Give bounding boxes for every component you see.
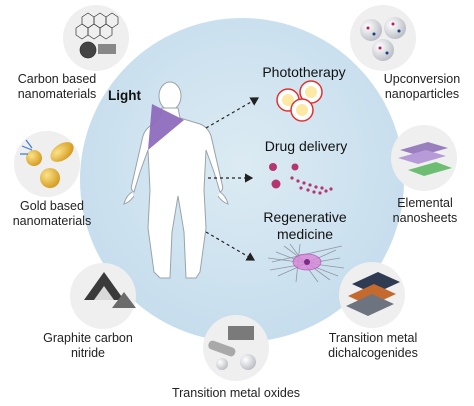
arrow-phototherapy (205, 97, 260, 129)
gold-line1: Gold based (20, 199, 84, 213)
light-label: Light (108, 88, 141, 103)
gold-nanoparticles-icon (20, 139, 74, 188)
regenerative-medicine-label: Regenerative medicine (250, 209, 360, 243)
gold-label: Gold based nanomaterials (0, 199, 104, 229)
carbon-label: Carbon based nanomaterials (2, 72, 112, 102)
nanosheets-line1: Elemental (397, 196, 453, 210)
graphite-line1: Graphite carbon (43, 331, 133, 345)
light-beam (148, 104, 184, 150)
regenerative-line2: medicine (276, 226, 334, 242)
dichalcogenides-icon (346, 272, 400, 316)
drug-delivery-icon (269, 163, 333, 195)
dichalcogenides-line2: dichalcogenides (328, 346, 418, 360)
metal-oxides-icon (208, 326, 256, 370)
graphite-line2: nitride (70, 346, 106, 360)
upconversion-icon-circle (350, 5, 416, 71)
nanosheets-icon (398, 142, 452, 176)
carbon-lattice-icon (75, 12, 119, 59)
upconversion-line2: nanoparticles (384, 87, 460, 101)
upconversion-line1: Upconversion (383, 72, 461, 86)
graphite-nitride-icon (84, 272, 136, 308)
human-body-icon (123, 81, 229, 279)
carbon-line2: nanomaterials (17, 87, 97, 101)
upconversion-label: Upconversion nanoparticles (370, 72, 474, 102)
graphite-label: Graphite carbon nitride (32, 331, 144, 361)
phototherapy-label: Phototherapy (262, 64, 346, 80)
regenerative-line1: Regenerative (263, 209, 347, 225)
nanosheets-label: Elemental nanosheets (380, 196, 470, 226)
nanosheets-line2: nanosheets (392, 211, 458, 225)
phototherapy-cells-icon (276, 80, 323, 122)
oxides-label: Transition metal oxides (171, 386, 301, 400)
regenerative-scaffold-icon (267, 243, 345, 283)
upconversion-nanoparticles-icon (360, 17, 406, 61)
dichalcogenides-line1: Transition metal (328, 331, 418, 345)
gold-line2: nanomaterials (12, 214, 92, 228)
drug-delivery-label: Drug delivery (264, 138, 348, 154)
dichalcogenides-label: Transition metal dichalcogenides (314, 331, 432, 361)
carbon-line1: Carbon based (17, 72, 97, 86)
